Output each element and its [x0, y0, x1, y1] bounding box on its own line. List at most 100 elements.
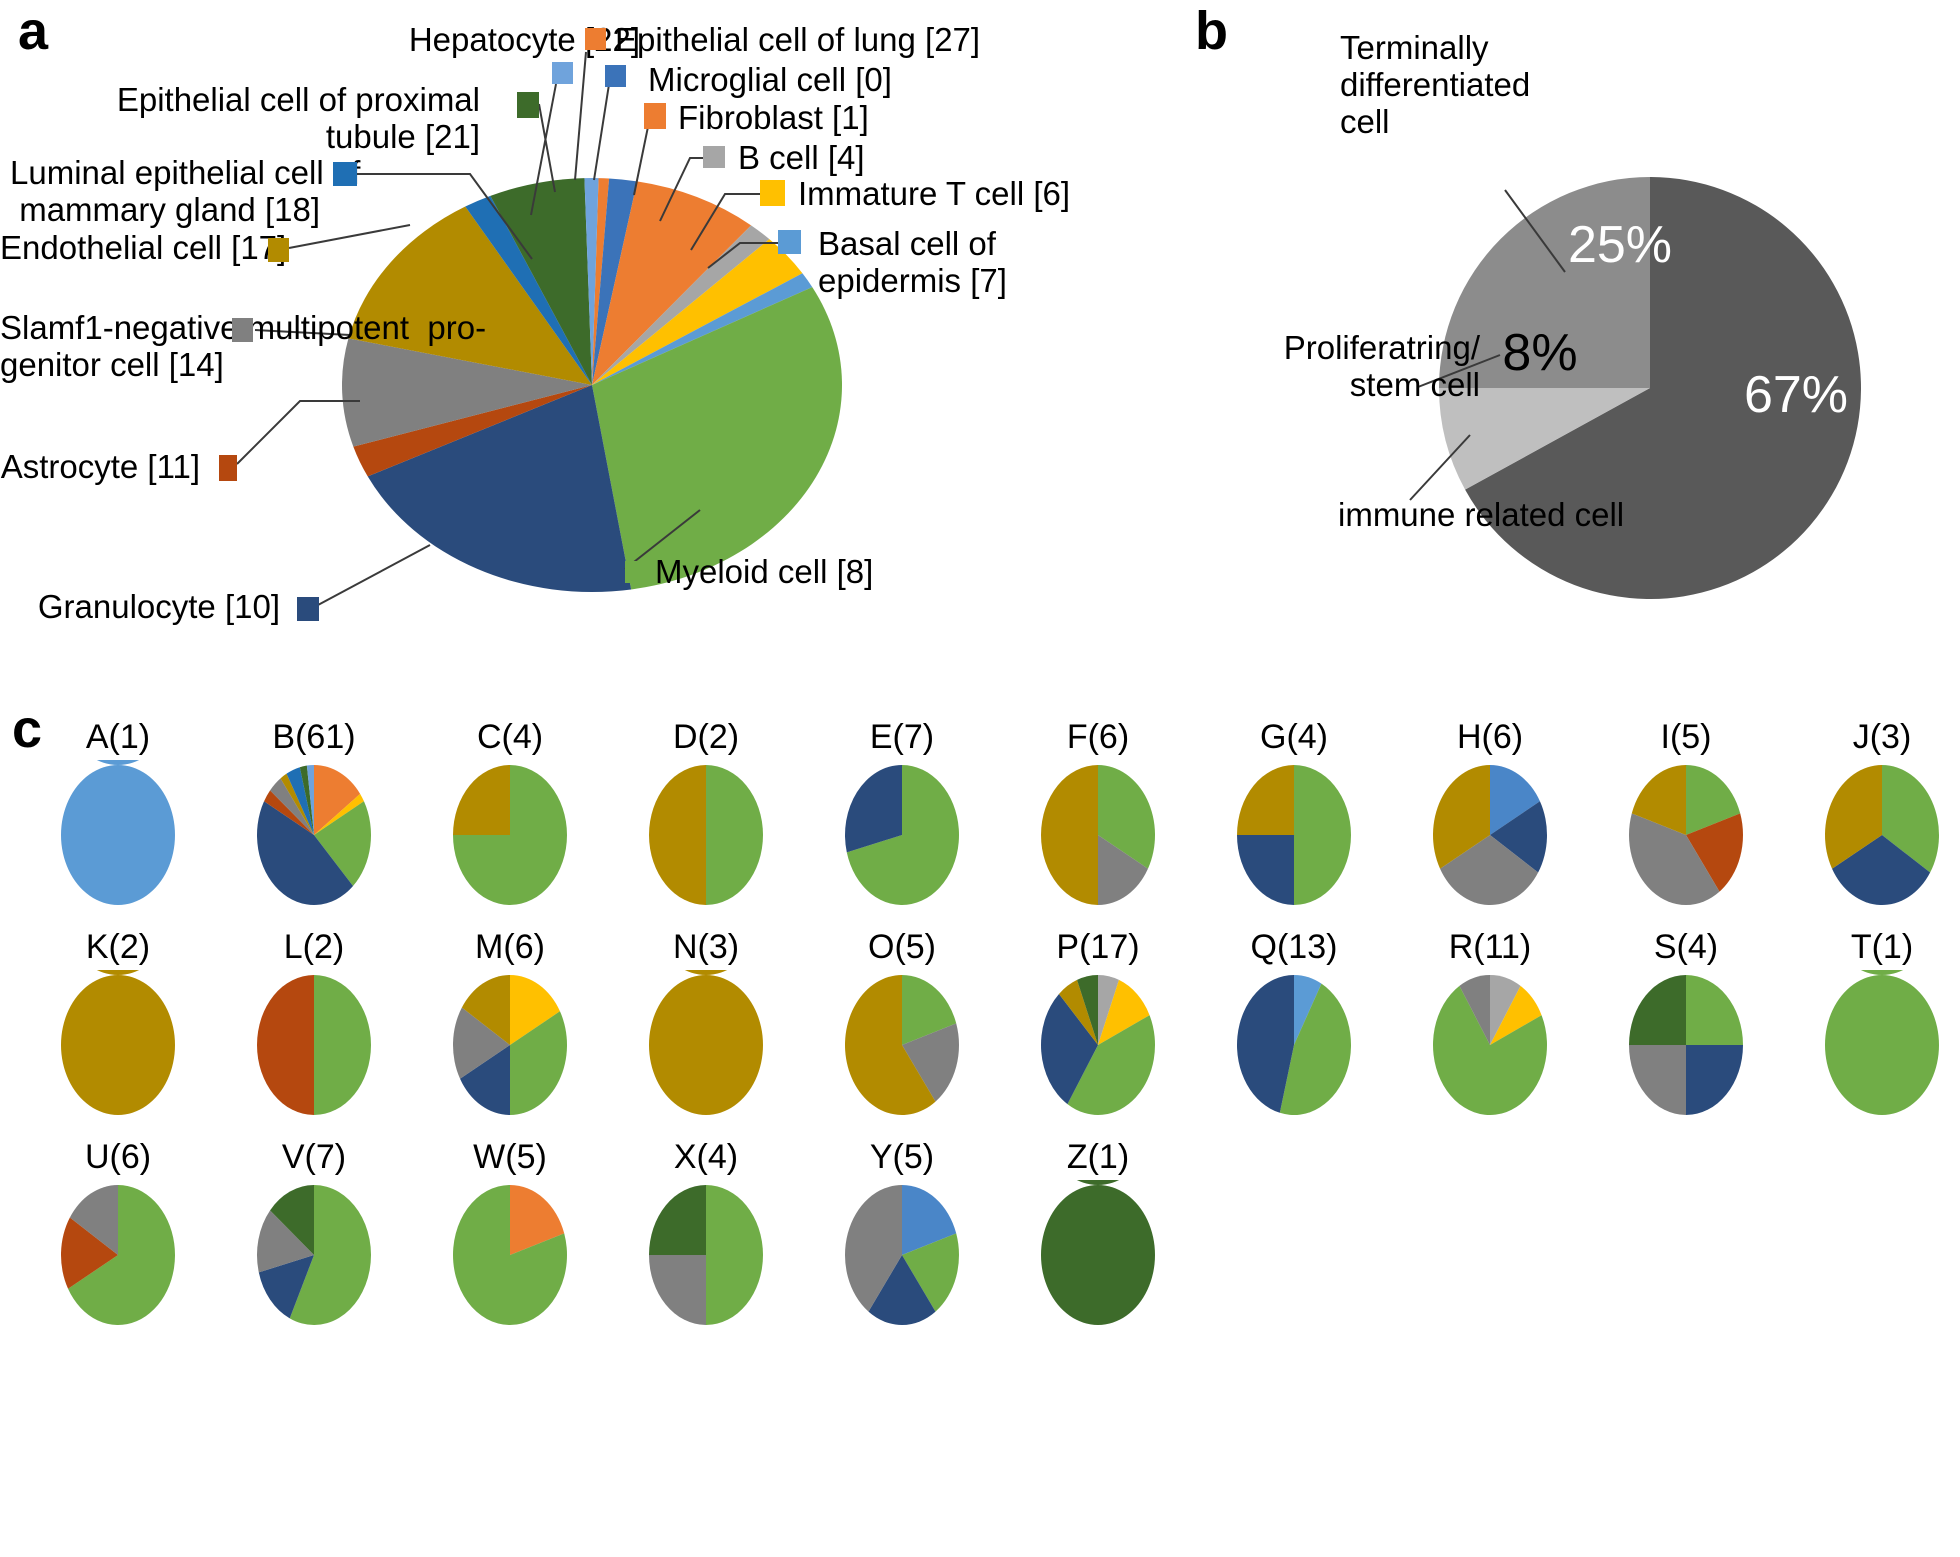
mini-pie-H-slice-1: [1490, 801, 1547, 873]
panel-b-pie-slice-1: [1439, 388, 1650, 490]
leader-immune-related-cell: [1409, 434, 1471, 501]
mini-pie-G-slice-1: [1237, 835, 1294, 905]
mini-pie-J-slice-2: [1825, 765, 1882, 869]
mini-pie-E-slice-0: [846, 765, 959, 905]
mini-pie-M: [453, 975, 567, 1115]
panel-a-pie-slice-6: [592, 287, 843, 590]
leader-myeloid-cell: [624, 509, 701, 570]
label-slamf1-progenitor: Slamf1-negative multipotent pro- genitor…: [0, 309, 486, 383]
mini-pie-B-slice-1: [314, 793, 364, 835]
leader-b-cell: [659, 157, 703, 222]
mini-pie-title-Y: Y(5): [869, 1138, 935, 1176]
panel-b-pie-chart: 67%25%8%: [1409, 177, 1861, 599]
mini-pie-Z: [1040, 1180, 1155, 1325]
mini-pie-R-slice-2: [1433, 985, 1547, 1115]
mini-pie-B: [257, 765, 371, 905]
mini-pie-title-K: K(2): [85, 928, 151, 966]
mini-pie-title-J: J(3): [1852, 718, 1912, 756]
mini-pie-V-slice-3: [270, 1185, 314, 1255]
swatch-granulocyte: [297, 597, 319, 621]
mini-pie-V: [257, 1185, 371, 1325]
mini-pie-A: [60, 760, 175, 905]
leader-fibroblast: [633, 116, 651, 196]
mini-pie-R-slice-0: [1490, 975, 1521, 1045]
leader-proliferating-stem-cell: [1417, 354, 1501, 388]
mini-pie-X-slice-0: [706, 1185, 763, 1325]
panel-a-pie-slice-13: [584, 177, 599, 385]
mini-pie-T-slice-0: [1824, 970, 1939, 1115]
mini-pie-S-slice-3: [1629, 975, 1686, 1045]
mini-pie-X-slice-1: [649, 1255, 706, 1325]
panel-c-letter: c: [12, 699, 43, 759]
swatch-microglial: [605, 65, 626, 87]
panel-a-pie-chart: [236, 51, 843, 606]
label-terminally-differentiated: Terminally differentiated cell: [1340, 29, 1531, 140]
mini-pie-N: [648, 970, 763, 1115]
mini-pie-O-slice-1: [902, 1023, 959, 1102]
panel-a-pie-slice-1: [592, 178, 638, 385]
mini-pie-H-slice-2: [1440, 835, 1539, 905]
panel-a: a Hepatocyte [22] Epithelial cell of lun…: [0, 0, 1180, 690]
mini-pie-P-slice-0: [1098, 975, 1119, 1045]
mini-pie-G-slice-2: [1237, 765, 1294, 835]
mini-pie-L-slice-1: [257, 975, 314, 1115]
mini-pie-H-slice-0: [1490, 765, 1540, 835]
panel-a-pie-slice-12: [490, 178, 592, 385]
mini-pie-F-slice-0: [1098, 765, 1155, 869]
mini-pie-R: [1433, 975, 1547, 1115]
mini-pie-G-slice-0: [1294, 765, 1351, 905]
mini-pie-H: [1433, 765, 1547, 905]
label-proliferating-stem-cell: Proliferatring/ stem cell: [1283, 329, 1480, 403]
leader-immature-t-cell: [690, 193, 760, 251]
mini-pie-Y: [845, 1185, 959, 1325]
mini-pie-title-T: T(1): [1850, 928, 1914, 966]
mini-pie-U-slice-2: [69, 1185, 118, 1255]
swatch-slamf1-progenitor: [232, 318, 253, 342]
swatch-basal-cell-epidermis: [778, 230, 801, 254]
label-immune-related-cell: immune related cell: [1338, 496, 1625, 533]
label-epithelial-proximal-tubule: Epithelial cell of proximal tubule [21]: [116, 81, 480, 155]
swatch-luminal-epithelial: [333, 162, 357, 186]
swatch-hepatocyte: [552, 62, 573, 84]
mini-pie-E-slice-1: [845, 765, 902, 853]
mini-pie-P-slice-3: [1041, 993, 1098, 1105]
mini-pie-Q-slice-2: [1237, 975, 1294, 1113]
panel-c: c A(1)B(61)C(4)D(2)E(7)F(6)G(4)H(6)I(5)J…: [0, 690, 1960, 1557]
panel-b-letter: b: [1195, 1, 1228, 61]
mini-pie-B-slice-7: [286, 767, 314, 835]
label-endothelial: Endothelial cell [17]: [0, 229, 287, 266]
leader-endothelial: [288, 224, 411, 249]
mini-pie-Y-slice-0: [902, 1185, 957, 1255]
mini-pie-title-I: I(5): [1660, 718, 1712, 756]
mini-pie-title-N: N(3): [672, 928, 740, 966]
label-immature-t-cell: Immature T cell [6]: [798, 175, 1071, 212]
mini-pie-D-slice-1: [649, 765, 706, 905]
label-epithelial-lung: Epithelial cell of lung [27]: [615, 21, 981, 58]
mini-pie-B-slice-3: [257, 801, 354, 905]
data-label-8: 8%: [1502, 324, 1577, 382]
label-basal-cell-epidermis: Basal cell of epidermis [7]: [818, 225, 1007, 299]
mini-pie-B-slice-6: [280, 773, 314, 835]
mini-pie-B-slice-2: [314, 801, 371, 887]
mini-pie-title-G: G(4): [1260, 718, 1328, 756]
mini-pie-F-slice-2: [1041, 765, 1098, 905]
mini-pie-J: [1825, 765, 1939, 905]
leader-epithelial-lung: [574, 51, 587, 181]
panel-a-pie-slice-9: [342, 338, 592, 447]
mini-pie-L-slice-0: [314, 975, 371, 1115]
label-b-cell: B cell [4]: [738, 139, 865, 176]
mini-pie-B-slice-0: [314, 765, 361, 835]
leader-astrocyte: [236, 400, 360, 465]
mini-pie-L: [257, 975, 371, 1115]
swatch-astrocyte: [219, 455, 237, 481]
mini-pie-J-slice-1: [1832, 835, 1931, 905]
mini-pie-M-slice-2: [460, 1045, 510, 1115]
mini-pie-P-slice-2: [1067, 1015, 1155, 1115]
panel-a-pie-slice-3: [592, 225, 770, 385]
swatch-endothelial: [268, 238, 289, 262]
mini-pie-M-slice-0: [510, 975, 560, 1045]
swatch-immature-t-cell: [760, 180, 785, 206]
mini-pie-F: [1041, 765, 1155, 905]
mini-pie-title-V: V(7): [281, 1138, 347, 1176]
panel-a-pie-slice-0: [592, 178, 610, 385]
